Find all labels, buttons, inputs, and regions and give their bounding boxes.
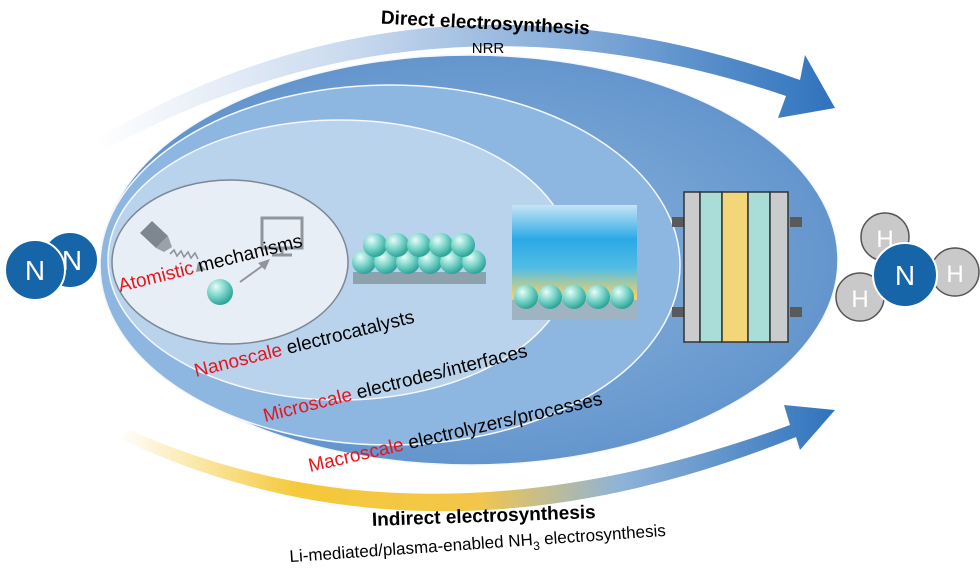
microscope-tip-icon [140,221,206,272]
nh3-molecule: H H H N [835,212,980,322]
nanoparticle-layer-icon [352,233,486,284]
nanoparticle-bottom [396,250,420,274]
interface-particle [562,285,586,309]
n2-atom-1: N [25,255,45,286]
nh3-h-right: H [946,261,963,288]
arrow-to-monitor-icon [239,259,270,283]
nh3-h-left: H [851,286,868,313]
n2-molecule: N N [4,231,99,301]
nanoparticle-top [451,233,475,257]
interface-particle [610,285,634,309]
indirect-subtitle: Li-mediated/plasma-enabled NH3 electrosy… [289,521,667,570]
nanoparticle-bottom [462,250,486,274]
indirect-arrow [118,405,835,512]
interface-particle [514,285,538,309]
nanoparticle-bottom [352,250,376,274]
nanoparticle-top [385,233,409,257]
interface-particle [586,285,610,309]
nanoparticle-bottom [418,250,442,274]
electrolyzer-stack-icon [672,191,802,343]
nanoparticle-top [363,233,387,257]
atomistic-ellipse [111,179,349,345]
n2-atom-2: N [62,245,82,276]
nrr-label: NRR [472,40,505,57]
nanoparticle-top [429,233,453,257]
monitor-icon [260,216,304,257]
nh3-h-top: H [876,226,893,253]
interface-particle [538,285,562,309]
nanoparticle-bottom [374,250,398,274]
nh3-n: N [895,260,915,291]
sphere-icon [207,279,233,305]
nanoparticle-top [407,233,431,257]
interface-icon [512,205,637,320]
direct-arrow [95,24,835,148]
nanoparticle-bottom [440,250,464,274]
